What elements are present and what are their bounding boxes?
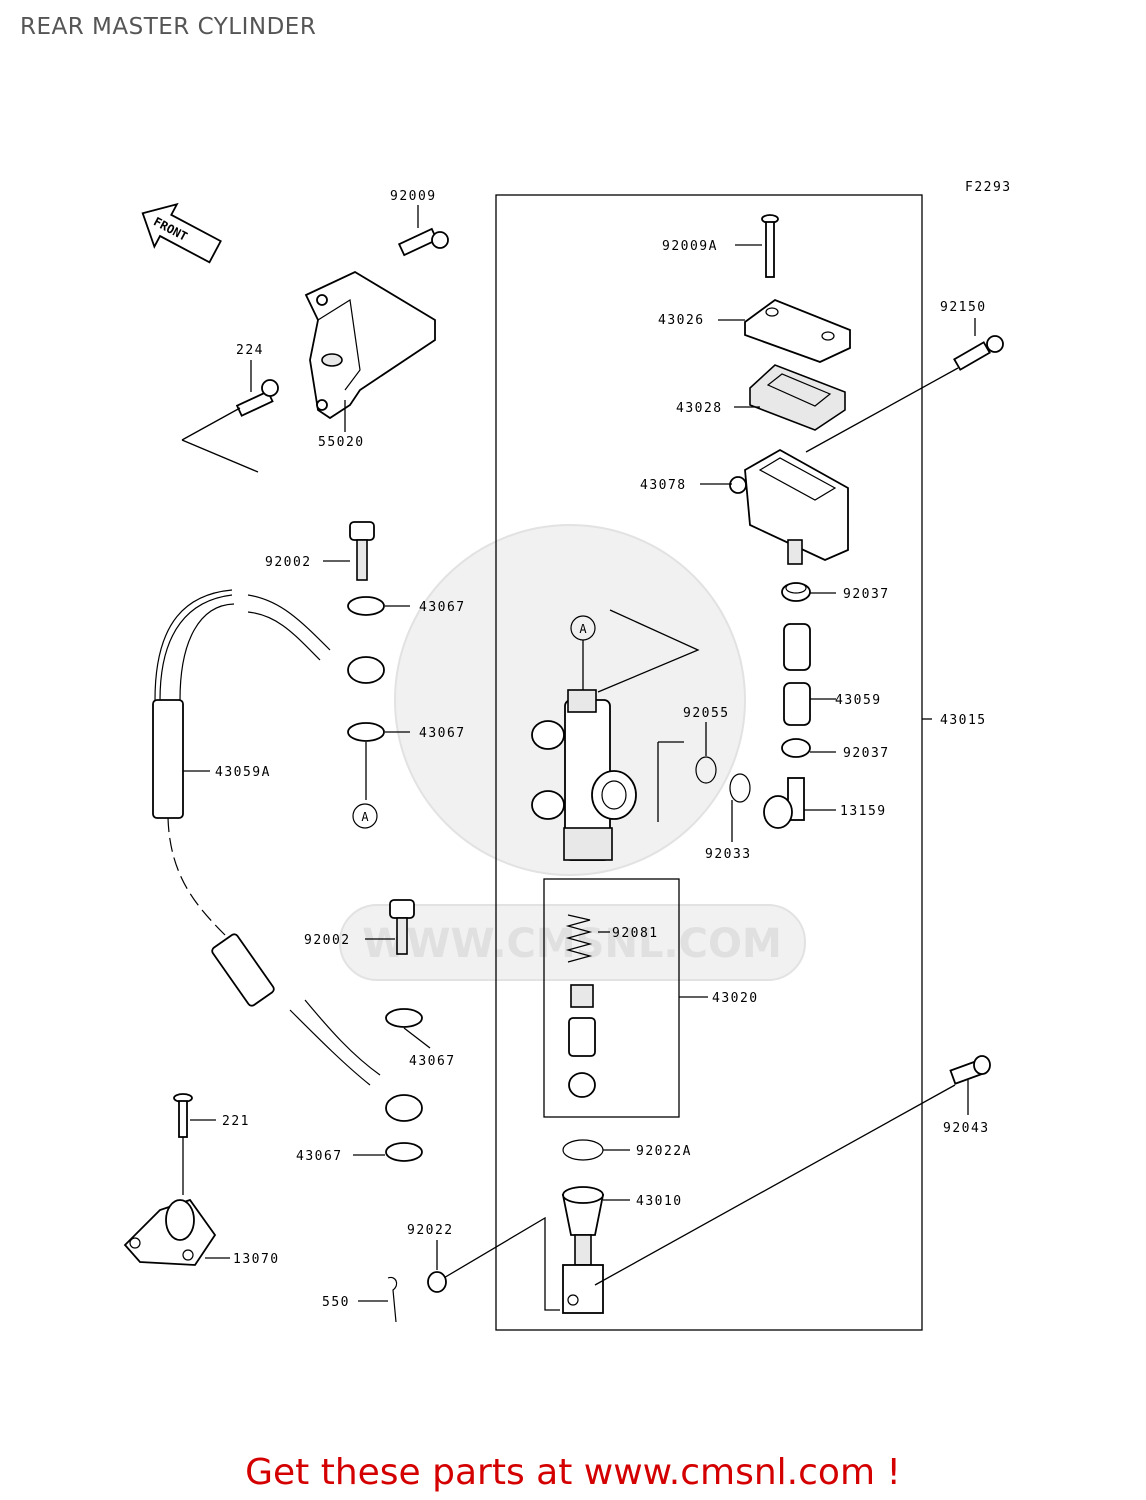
callout-224: 224: [236, 343, 264, 358]
callout-43015: 43015: [940, 713, 987, 728]
circlip-92022A: [562, 1139, 604, 1161]
callout-43059A: 43059A: [215, 765, 271, 780]
callout-43026: 43026: [658, 313, 705, 328]
push-rod-43010: [561, 1186, 605, 1314]
parts-diagram: WWW.CMSNL.COM F2293 FRONT: [123, 180, 1012, 1331]
callout-labels: 92009 224 55020 92009A 43026 43028 43078…: [215, 189, 990, 1310]
banjo-bolt-92002-b: [389, 899, 415, 955]
washer-43067-a: [347, 596, 385, 616]
callout-92022A: 92022A: [636, 1144, 692, 1159]
callout-92055: 92055: [683, 706, 730, 721]
bolt-92150: [953, 335, 1004, 371]
callout-43067-d: 43067: [296, 1149, 343, 1164]
callout-43067-a: 43067: [419, 600, 466, 615]
bracket-55020: [304, 270, 436, 420]
bolt-92150-leader: [805, 367, 959, 453]
washer-43067-b: [347, 722, 385, 742]
ref-marker-a-bottom-label: A: [361, 810, 369, 824]
clamp-92037-b: [781, 738, 811, 758]
callout-43020: 43020: [712, 991, 759, 1006]
banjo-bolt-92002-a: [349, 521, 375, 581]
diaphragm-43028: [749, 364, 846, 431]
clamp-92037-a: [781, 582, 811, 602]
ref-marker-a-bottom: [352, 803, 378, 829]
ref-A-leader-body: [597, 609, 700, 693]
callout-92009A: 92009A: [662, 239, 718, 254]
callout-92002-b: 92002: [304, 933, 351, 948]
screw-221: [173, 1093, 193, 1138]
washer-92022: [427, 1271, 447, 1293]
footer-cta-link[interactable]: Get these parts at www.cmsnl.com !: [245, 1452, 901, 1493]
callout-92037-b: 92037: [843, 746, 890, 761]
callout-43067-b: 43067: [419, 726, 466, 741]
callout-92043: 92043: [943, 1121, 990, 1136]
callout-92033: 92033: [705, 847, 752, 862]
front-arrow: FRONT: [141, 202, 222, 264]
leader-lines: [183, 205, 976, 1302]
callout-92081: 92081: [612, 926, 659, 941]
watermark-text: WWW.CMSNL.COM: [362, 921, 782, 967]
reservoir-43078: [729, 448, 849, 565]
figure-code: F2293: [965, 180, 1012, 195]
callout-55020: 55020: [318, 435, 365, 450]
callout-13070: 13070: [233, 1252, 280, 1267]
cap-43026: [744, 298, 851, 363]
callout-92002-a: 92002: [265, 555, 312, 570]
spring-92081: [565, 914, 593, 963]
hose-guide-13070: [123, 1198, 217, 1266]
callout-92009: 92009: [390, 189, 437, 204]
assembly-bracket-box: [495, 194, 923, 1331]
callout-43078: 43078: [640, 478, 687, 493]
callout-43067-c: 43067: [409, 1054, 456, 1069]
callout-550: 550: [322, 1295, 350, 1310]
o-ring-92055: [695, 756, 717, 784]
washer-43067-d: [385, 1142, 423, 1162]
hose-43059: [783, 623, 811, 726]
pin-92043: [949, 1055, 991, 1085]
callout-43010: 43010: [636, 1194, 683, 1209]
brake-hose-43059A: [152, 589, 423, 1122]
cotter-pin-550: [387, 1276, 398, 1323]
bolt-224: [235, 379, 279, 417]
screw-92009A: [761, 214, 779, 278]
callout-92022: 92022: [407, 1223, 454, 1238]
piston-cup: [568, 984, 596, 1098]
hose-fitting-13159: [763, 777, 805, 829]
callout-92037-a: 92037: [843, 587, 890, 602]
washer-43067-c: [385, 1008, 423, 1028]
callout-221: 221: [222, 1114, 250, 1129]
page-title: REAR MASTER CYLINDER: [20, 14, 317, 40]
master-cylinder-body: [531, 689, 637, 861]
callout-13159: 13159: [840, 804, 887, 819]
ref-marker-a-top-label: A: [579, 622, 587, 636]
bolt-92009: [397, 227, 449, 257]
piston-kit-box: [543, 878, 680, 1118]
callout-92150: 92150: [940, 300, 987, 315]
callout-43059: 43059: [835, 693, 882, 708]
circlip-92033: [729, 773, 751, 803]
bolt-224-leader: [181, 407, 259, 473]
callout-43028: 43028: [676, 401, 723, 416]
